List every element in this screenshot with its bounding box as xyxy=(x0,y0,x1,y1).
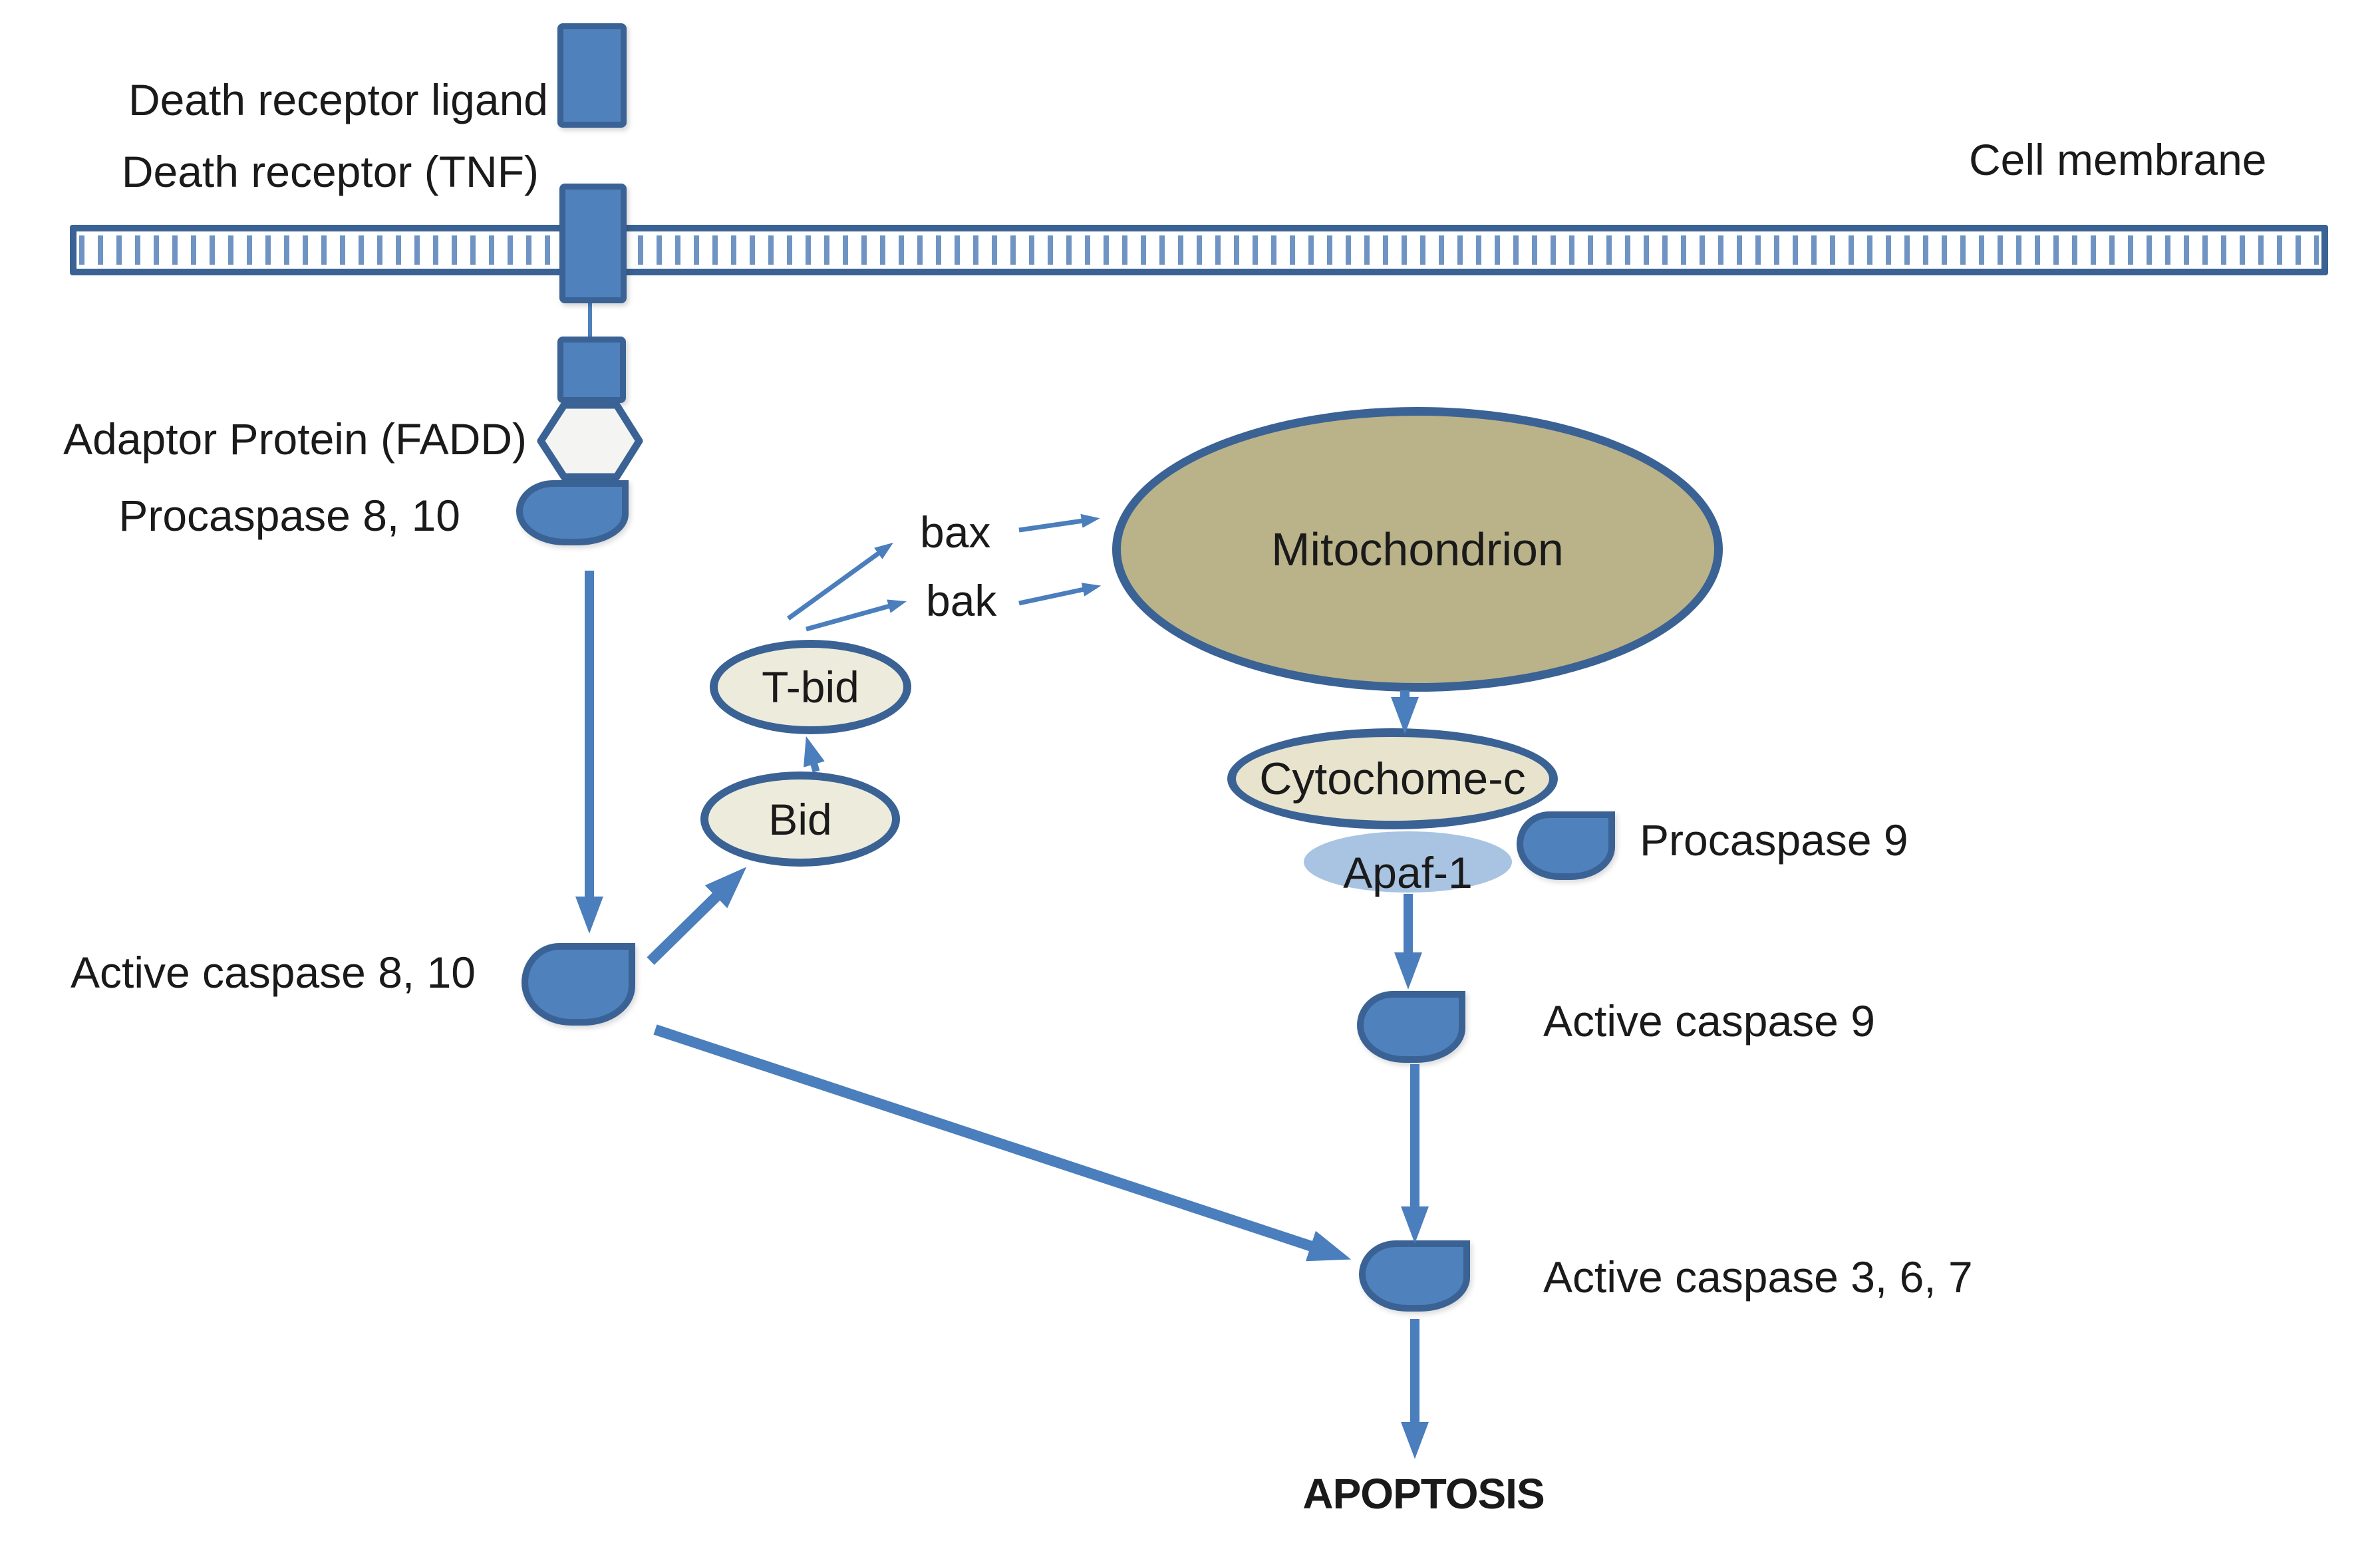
bax-label: bax xyxy=(920,507,991,557)
bid-label: Bid xyxy=(768,794,832,844)
receptor-fadd-connector-line xyxy=(588,301,592,339)
procaspase-8-10-label: Procaspase 8, 10 xyxy=(118,491,460,540)
active-caspase-3-6-7-blob xyxy=(1359,1240,1470,1312)
arrow-tbid-to-bax xyxy=(786,542,893,621)
death-receptor-label: Death receptor (TNF) xyxy=(121,147,539,196)
arrow-bak-to-mitochondrion xyxy=(1018,583,1102,606)
active-caspase-3-6-7-label: Active caspase 3, 6, 7 xyxy=(1543,1252,1973,1302)
apaf-1-label: Apaf-1 xyxy=(1343,848,1473,897)
t-bid-label: T-bid xyxy=(762,662,859,712)
adaptor-protein-fadd-label: Adaptor Protein (FADD) xyxy=(63,414,527,464)
receptor-tail-shape xyxy=(557,337,626,403)
active-caspase-9-blob xyxy=(1357,991,1465,1063)
death-receptor-ligand-label: Death receptor ligand xyxy=(128,75,548,124)
mitochondrion-label: Mitochondrion xyxy=(1271,523,1564,575)
cell-membrane-band xyxy=(70,225,2328,275)
active-caspase-8-10-label: Active caspase 8, 10 xyxy=(70,948,476,997)
procaspase-8-10-blob xyxy=(516,480,629,545)
cytochrome-c-label: Cytochome-c xyxy=(1259,754,1526,804)
arrow-active-caspase810-to-bid xyxy=(647,867,747,965)
procaspase-9-blob xyxy=(1517,811,1615,880)
arrow-active-caspase810-to-caspase367 xyxy=(653,1024,1352,1262)
cell-membrane-label: Cell membrane xyxy=(1969,135,2267,184)
bid-ellipse: Bid xyxy=(700,772,900,867)
procaspase-9-label: Procaspase 9 xyxy=(1640,815,1908,865)
adaptor-protein-fadd-hexagon xyxy=(537,401,643,481)
bak-label: bak xyxy=(926,576,997,625)
membrane-stripes xyxy=(79,235,2319,265)
apaf-1-ellipse: Apaf-1 xyxy=(1304,831,1512,897)
apoptosis-label: APOPTOSIS xyxy=(1302,1470,1545,1518)
death-receptor-shape xyxy=(559,184,627,303)
t-bid-ellipse: T-bid xyxy=(710,640,911,734)
arrow-tbid-to-bak xyxy=(806,599,907,632)
active-caspase-8-10-blob xyxy=(521,943,635,1026)
arrow-bid-to-tbid xyxy=(804,736,825,773)
active-caspase-9-label: Active caspase 9 xyxy=(1543,996,1875,1046)
death-receptor-ligand-shape xyxy=(557,23,627,128)
arrow-bax-to-mitochondrion xyxy=(1018,513,1100,533)
